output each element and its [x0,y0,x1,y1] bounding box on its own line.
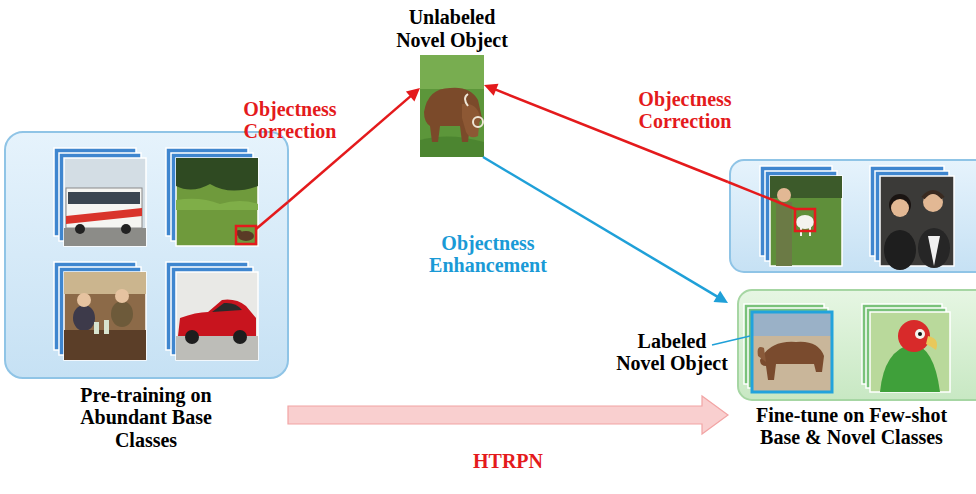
people-photo-stack [104,320,109,334]
people-photo-stack [64,330,146,360]
goat-photo-stack [770,176,842,266]
edge-label: Objectness Correction [235,98,345,143]
base-class-panel [5,132,288,378]
panel-caption: Fine-tune on Few-shot Base & Novel Class… [739,404,964,449]
highland-cow-photo [462,104,480,138]
highland-cow-photo [473,117,483,127]
few-shot-novel-panel [738,290,976,400]
highland-cow-photo [420,136,484,157]
grass-photo-stack [176,199,258,210]
arrowhead [714,291,728,303]
people-photo-stack [64,272,146,360]
car-photo-stack [176,272,258,360]
parrot-photo-stack [926,336,937,350]
bus-photo-stack [121,224,131,234]
parrot-photo-stack [898,320,930,352]
leader-line [712,336,750,345]
edge-label: Objectness Correction [630,88,740,133]
cow-photo-stack [752,312,832,392]
car-photo-stack [233,330,247,344]
bus-photo-stack [68,192,140,204]
parrot-photo-stack [870,312,950,392]
car-photo-stack [185,330,199,344]
highland-cow-photo [420,55,484,89]
people-photo-stack [54,262,146,360]
highland-cow-photo [420,55,484,157]
couple-photo-stack [870,166,954,270]
image-heading: Unlabeled Novel Object [387,6,517,51]
people-photo-stack [94,322,99,334]
cow-photo-stack [760,342,824,380]
parrot-photo-stack [915,329,925,339]
cow-photo-stack [752,312,832,392]
parrot-photo-stack [862,304,950,392]
grass-photo-stack [176,158,258,246]
training-flow-arrow [288,396,728,434]
leader-line [712,336,750,345]
couple-photo-stack [928,236,940,266]
correction-leader [256,202,288,229]
correction-leader [728,182,795,209]
car-photo-stack [166,262,258,360]
people-photo-stack [111,301,133,327]
highland-cow-photo [420,55,484,157]
edge-label: HTRPN [448,450,568,472]
goat-photo-stack [777,188,791,202]
bus-photo-stack [64,158,146,246]
highland-cow-photo [424,88,482,142]
cow-photo-stack [744,304,832,392]
highland-cow-photo [465,94,468,106]
arrow-body [288,396,728,434]
grass-photo-stack [166,148,258,246]
base-class-group: Pre-training on Abundant Base Classes [5,130,288,470]
people-photo-stack [115,289,129,303]
novel-object-image: Unlabeled Novel Object [420,55,484,157]
couple-photo-stack [889,194,911,216]
enhancement-arrow [483,157,728,303]
bus-photo-stack [66,208,142,224]
edge-label: Objectness Enhancement [423,232,553,277]
goat-photo-stack [776,202,792,266]
correction-leader [256,202,288,229]
panel-caption: Pre-training on Abundant Base Classes [71,384,221,451]
few-shot-novel-panel [738,290,976,400]
people-photo-stack [77,293,91,307]
arrowhead [484,84,498,96]
couple-photo-stack [884,230,916,270]
few-shot-group: Fine-tune on Few-shot Base & Novel Class… [728,158,976,470]
correction-leader [728,182,795,209]
bus-photo-stack [66,188,142,228]
people-photo-stack [64,272,146,294]
callout-label: Labeled Novel Object [613,330,731,375]
couple-photo-stack [923,192,943,198]
couple-photo-stack [923,192,943,212]
bus-photo-stack [75,224,85,234]
base-class-panel [5,132,288,378]
few-shot-base-panel [730,160,976,272]
grass-photo-stack [236,226,256,244]
cow-photo-stack [758,347,766,362]
car-photo-stack [212,303,242,312]
goat-photo-stack [796,215,814,229]
couple-photo-stack [918,228,950,268]
goat-photo-stack [760,166,842,266]
parrot-photo-stack [918,332,922,336]
grass-photo-stack [176,158,258,191]
couple-photo-stack [891,199,909,217]
few-shot-base-panel [730,160,976,272]
people-photo-stack [73,305,95,331]
goat-photo-stack [795,209,815,231]
bus-photo-stack [54,148,146,246]
cow-photo-stack [752,312,832,336]
arrowhead [406,88,420,101]
